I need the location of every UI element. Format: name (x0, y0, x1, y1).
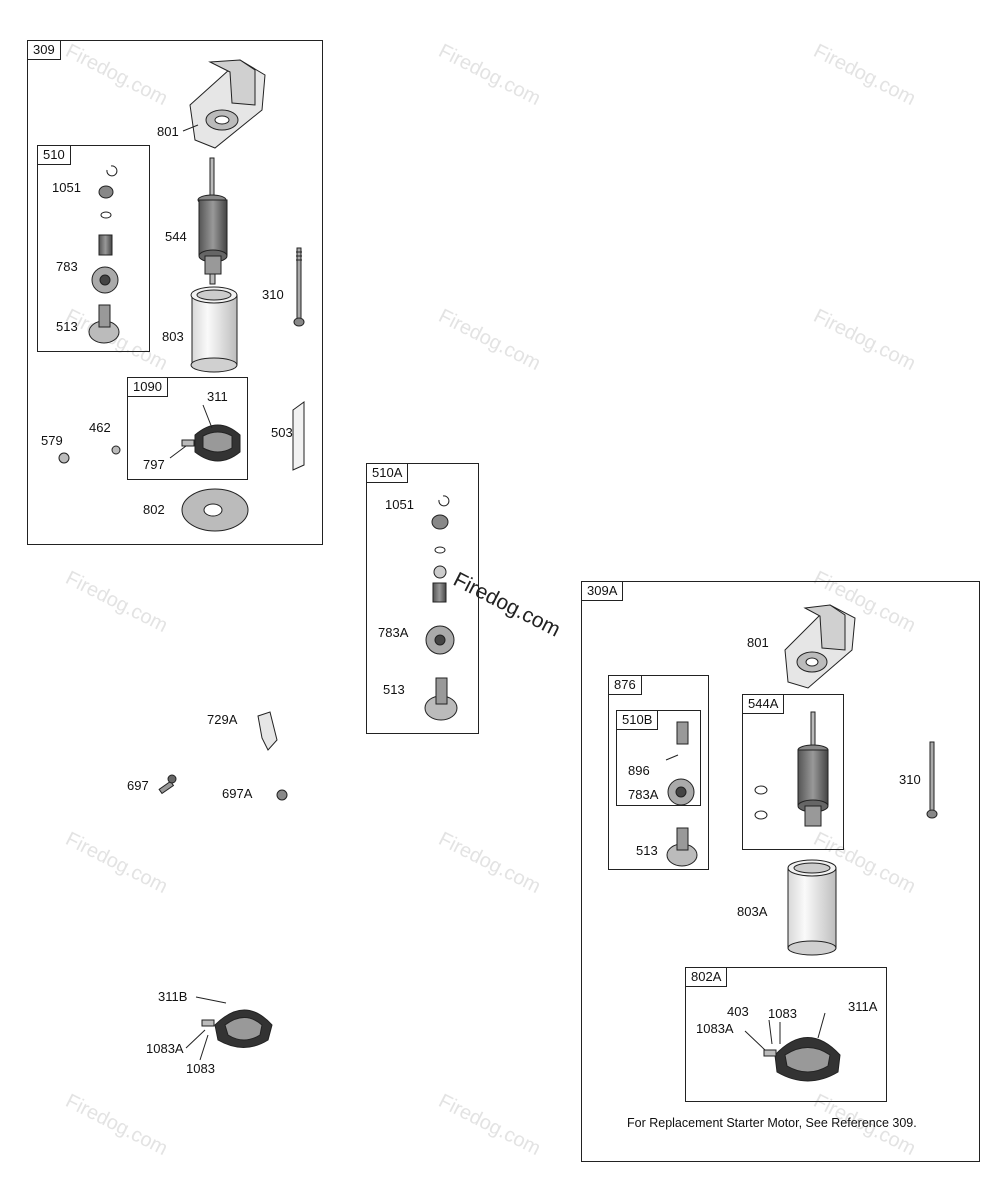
group-box-876: 876 (608, 675, 709, 870)
strap-503 (292, 401, 305, 471)
part-label-1083A: 1083A (696, 1021, 734, 1036)
group-box-544A: 544A (742, 694, 844, 850)
armature-544 (197, 157, 228, 285)
part-label-1083A: 1083A (146, 1041, 184, 1056)
part-label-311B: 311B (158, 989, 188, 1004)
part-label-783: 783 (56, 259, 78, 274)
group-label-510A: 510A (366, 463, 409, 483)
housing-803 (190, 286, 238, 373)
clip-1051 (106, 165, 118, 177)
housing-803A (787, 859, 837, 956)
part-label-544: 544 (165, 229, 187, 244)
part-label-1083: 1083 (768, 1006, 797, 1021)
bolt-310 (293, 247, 305, 327)
group-label-309A: 309A (581, 581, 624, 601)
part-label-783A: 783A (628, 787, 659, 802)
group-box-309A: 309A (581, 581, 980, 1162)
part-label-801: 801 (747, 635, 769, 650)
part-label-579: 579 (41, 433, 63, 448)
group-label-510B: 510B (616, 710, 659, 730)
group-label-802A: 802A (685, 967, 728, 987)
part-label-729A: 729A (207, 712, 238, 727)
group-label-544A: 544A (742, 694, 785, 714)
armature-544A (754, 711, 829, 827)
brush-holder-311B (201, 1009, 273, 1048)
group-box-510A: 510A (366, 463, 479, 734)
part-label-697: 697 (127, 778, 149, 793)
group-label-876: 876 (608, 675, 642, 695)
part-label-1051: 1051 (385, 497, 414, 512)
end-cap-801 (189, 59, 266, 149)
part-label-403: 403 (727, 1004, 749, 1019)
replacement-note: For Replacement Starter Motor, See Refer… (627, 1116, 917, 1130)
part-label-697A: 697A (222, 786, 253, 801)
group-label-510: 510 (37, 145, 71, 165)
nut-579 (58, 452, 70, 464)
part-label-462: 462 (89, 420, 111, 435)
end-cap-801-b (784, 604, 856, 689)
part-label-513: 513 (56, 319, 78, 334)
group-box-510: 510 (37, 145, 150, 352)
group-label-1090: 1090 (127, 377, 168, 397)
part-label-803: 803 (162, 329, 184, 344)
screw-697A (276, 789, 288, 801)
brush-holder-311A (763, 1037, 841, 1082)
part-label-1051: 1051 (52, 180, 81, 195)
brush-holder-1090 (181, 424, 241, 462)
bolt-310-b (926, 741, 938, 819)
part-label-311: 311 (207, 389, 228, 404)
part-label-503: 503 (271, 425, 293, 440)
part-label-513: 513 (383, 682, 405, 697)
part-label-896: 896 (628, 763, 650, 778)
group-box-309: 309 (27, 40, 323, 545)
part-label-513: 513 (636, 843, 658, 858)
part-label-310: 310 (262, 287, 284, 302)
group-box-802A: 802A (685, 967, 887, 1102)
group-box-510B: 510B (616, 710, 701, 806)
part-label-803A: 803A (737, 904, 768, 919)
group-box-1090: 1090 (127, 377, 248, 480)
part-label-802: 802 (143, 502, 165, 517)
group-label-309: 309 (27, 40, 61, 60)
part-label-1083: 1083 (186, 1061, 215, 1076)
screw-697 (158, 774, 177, 795)
part-label-801: 801 (157, 124, 179, 139)
part-label-797: 797 (143, 457, 165, 472)
part-label-310: 310 (899, 772, 921, 787)
spring (98, 234, 113, 256)
part-label-311A: 311A (848, 999, 878, 1014)
washer-462 (111, 445, 121, 455)
part-label-783A: 783A (378, 625, 409, 640)
